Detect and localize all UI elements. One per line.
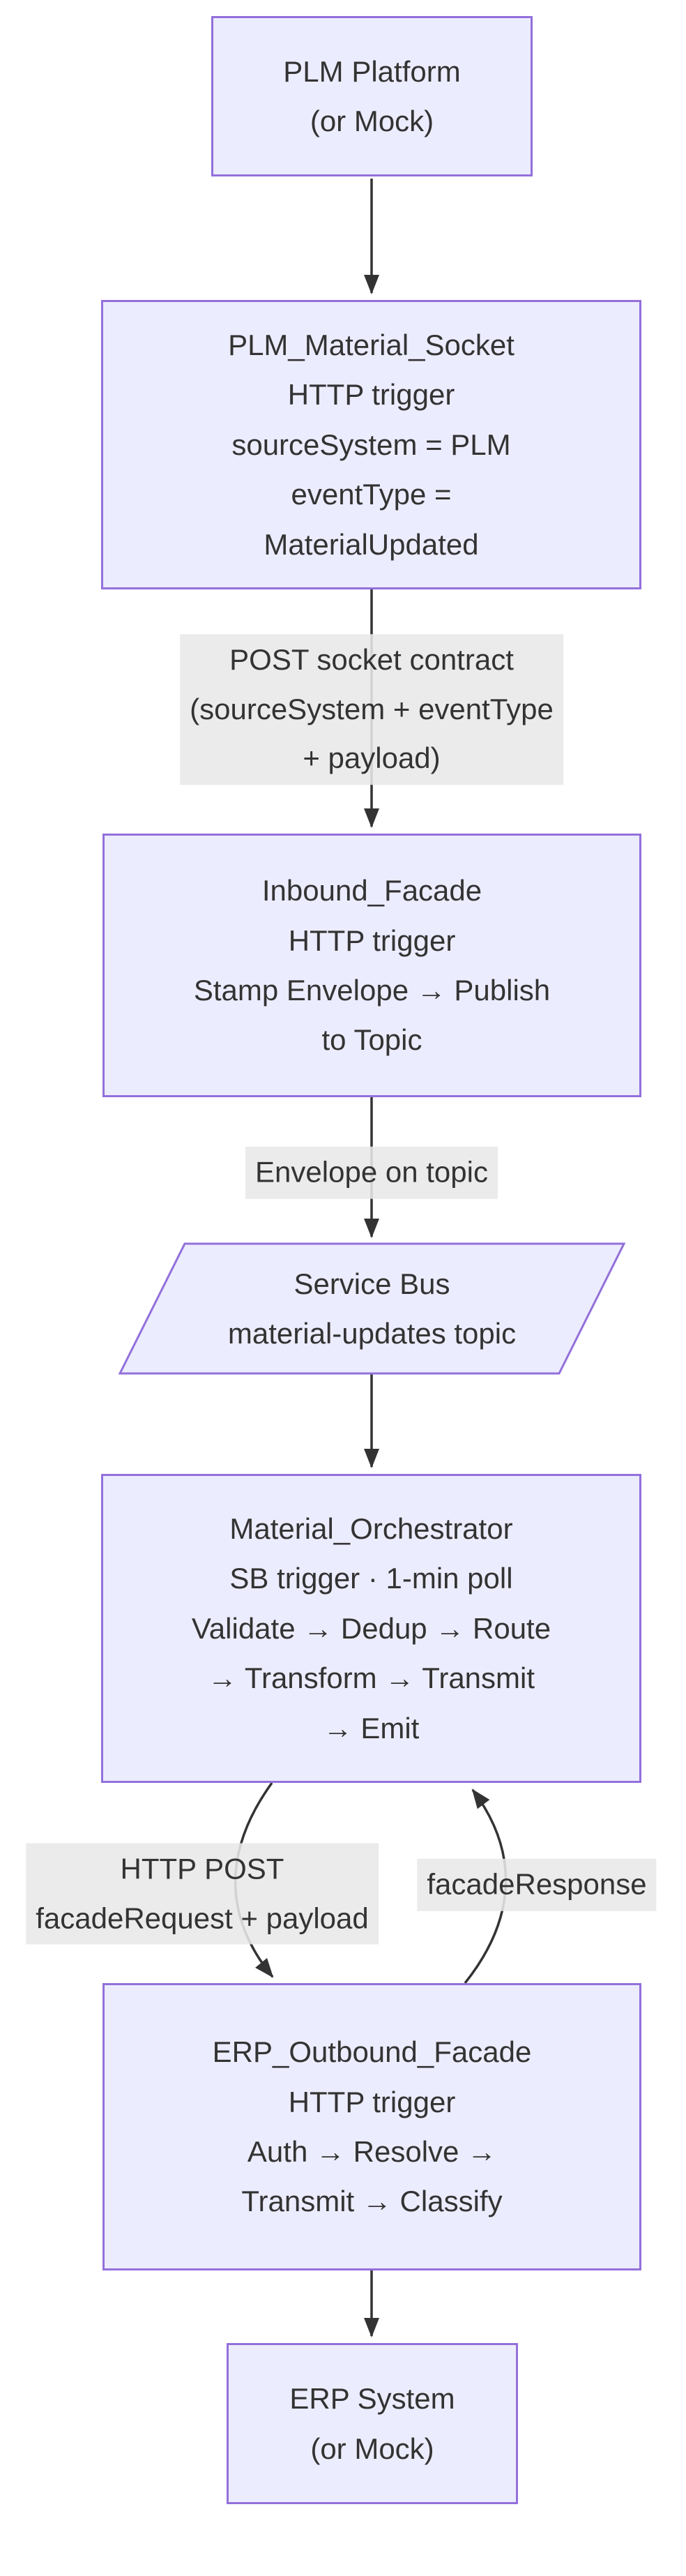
node-text-line: ERP System [289, 2382, 455, 2416]
node-text-line: Stamp Envelope → Publish [193, 974, 551, 1007]
node-erp-system: ERP System (or Mock) [227, 2343, 518, 2504]
node-text-line: PLM_Material_Socket [228, 329, 514, 362]
node-text-line: SB trigger · 1-min poll [229, 1562, 513, 1595]
edge-label-line: (sourceSystem + eventType [190, 692, 554, 725]
node-text-line: HTTP trigger [288, 2085, 456, 2118]
node-text-line: → Emit [323, 1711, 420, 1745]
edge-label-envelope-on-topic: Envelope on topic [245, 1146, 498, 1199]
node-text-line: PLM Platform [283, 54, 461, 88]
edge-label-line: POST socket contract [229, 643, 514, 677]
node-inbound-facade: Inbound_Facade HTTP trigger Stamp Envelo… [102, 834, 641, 1097]
edge-label-http-post: HTTP POST facadeRequest + payload [26, 1843, 379, 1945]
node-text-line: (or Mock) [310, 2432, 434, 2465]
node-text-line: Inbound_Facade [261, 874, 482, 907]
edge-label-line: Envelope on topic [255, 1155, 488, 1189]
node-text-line: Service Bus [294, 1267, 450, 1300]
node-service-bus-topic-shape [118, 1242, 626, 1375]
node-service-bus-topic: Service Bus material-updates topic [120, 1244, 624, 1373]
node-text-line: ERP_Outbound_Facade [212, 2035, 532, 2069]
node-text-line: (or Mock) [310, 105, 434, 137]
node-text-line: sourceSystem = PLM [231, 428, 511, 461]
node-text-line: → Transform → Transmit [207, 1662, 535, 1695]
edge-label-facade-response: facadeResponse [417, 1858, 657, 1911]
node-plm-material-socket: PLM_Material_Socket HTTP trigger sourceS… [101, 300, 641, 589]
edge-label-post-socket-contract: POST socket contract (sourceSystem + eve… [180, 634, 563, 785]
node-text-line: to Topic [321, 1023, 422, 1057]
node-plm-platform: PLM Platform (or Mock) [211, 16, 533, 176]
edge-label-line: facadeResponse [427, 1867, 647, 1901]
node-text-line: HTTP trigger [287, 378, 455, 412]
node-material-orchestrator: Material_Orchestrator SB trigger · 1-min… [101, 1474, 641, 1783]
node-text-line: Validate → Dedup → Route [191, 1611, 551, 1645]
node-text-line: Transmit → Classify [241, 2185, 503, 2218]
node-text-line: Material_Orchestrator [229, 1512, 513, 1546]
node-text-line: HTTP trigger [288, 924, 456, 957]
node-erp-outbound-facade: ERP_Outbound_Facade HTTP trigger Auth → … [102, 1983, 641, 2270]
node-text-line: MaterialUpdated [264, 527, 479, 561]
edge-label-line: + payload) [303, 741, 441, 775]
edge-label-line: HTTP POST [120, 1852, 284, 1885]
edge-label-line: facadeRequest + payload [36, 1901, 369, 1934]
node-text-line: Auth → Resolve → [247, 2135, 497, 2168]
node-text-line: material-updates topic [227, 1317, 517, 1350]
node-text-line: eventType = [291, 478, 452, 511]
